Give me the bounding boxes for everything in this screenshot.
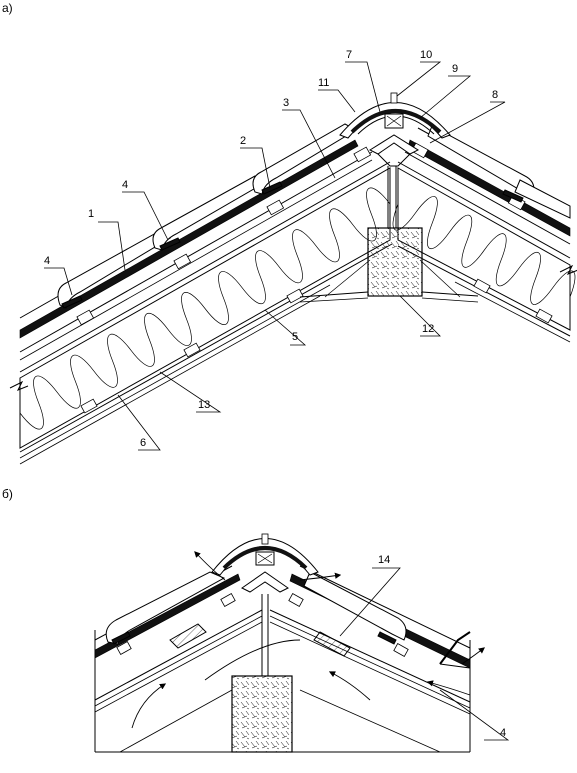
callout-8: 8 — [492, 89, 498, 101]
airflow-arrow-right-up — [328, 671, 371, 701]
airflow-arrow-eave-in — [461, 647, 485, 665]
panel-a-section — [9, 92, 577, 465]
callout-4-lower: 4 — [44, 255, 50, 267]
callout-9: 9 — [452, 63, 458, 75]
airflow-arrow-exit-right — [299, 572, 342, 581]
panel-b-label: б) — [2, 487, 13, 501]
callout-13: 13 — [198, 399, 210, 411]
panel-b-section — [94, 533, 471, 753]
callouts-a: 1 2 3 4 4 5 6 7 8 9 10 11 12 13 — [44, 49, 498, 449]
callout-4-b: 4 — [500, 727, 506, 739]
airflow-arrow-center — [204, 639, 301, 681]
ridge-beam-a — [367, 227, 423, 297]
callout-6: 6 — [140, 437, 146, 449]
callout-11: 11 — [318, 77, 329, 89]
callout-3: 3 — [283, 97, 289, 109]
leaders-b — [339, 567, 510, 741]
battens-left — [76, 146, 372, 414]
callout-2: 2 — [240, 135, 246, 147]
insulation-wave-right — [392, 196, 576, 305]
leaders-a — [44, 61, 506, 451]
callout-5: 5 — [292, 331, 298, 343]
ridge-beam-b — [231, 675, 293, 753]
airflow-arrows — [131, 551, 485, 729]
callout-7: 7 — [346, 49, 352, 61]
ridge-assembly-a — [339, 92, 451, 167]
tile-b-left — [105, 571, 226, 645]
callout-4-upper: 4 — [122, 179, 128, 191]
panel-a-label: а) — [2, 1, 13, 15]
callout-10: 10 — [420, 49, 432, 61]
tile-b-right — [303, 571, 407, 641]
vent-element-right — [313, 631, 351, 657]
callout-14: 14 — [378, 554, 390, 566]
tile-clips-right — [502, 189, 524, 203]
insulation-right — [397, 167, 571, 331]
airflow-arrow-eave — [426, 680, 471, 696]
callouts-b: 14 4 — [378, 554, 506, 739]
insulation-wave-left — [19, 187, 391, 430]
vent-element-left — [169, 623, 207, 649]
airflow-arrow-left-up — [131, 683, 167, 729]
callout-12: 12 — [422, 323, 434, 335]
callout-1: 1 — [88, 208, 94, 220]
tiles-right — [427, 125, 571, 219]
airflow-arrow-exit-left — [194, 551, 226, 581]
tile-clips-left — [61, 181, 283, 309]
